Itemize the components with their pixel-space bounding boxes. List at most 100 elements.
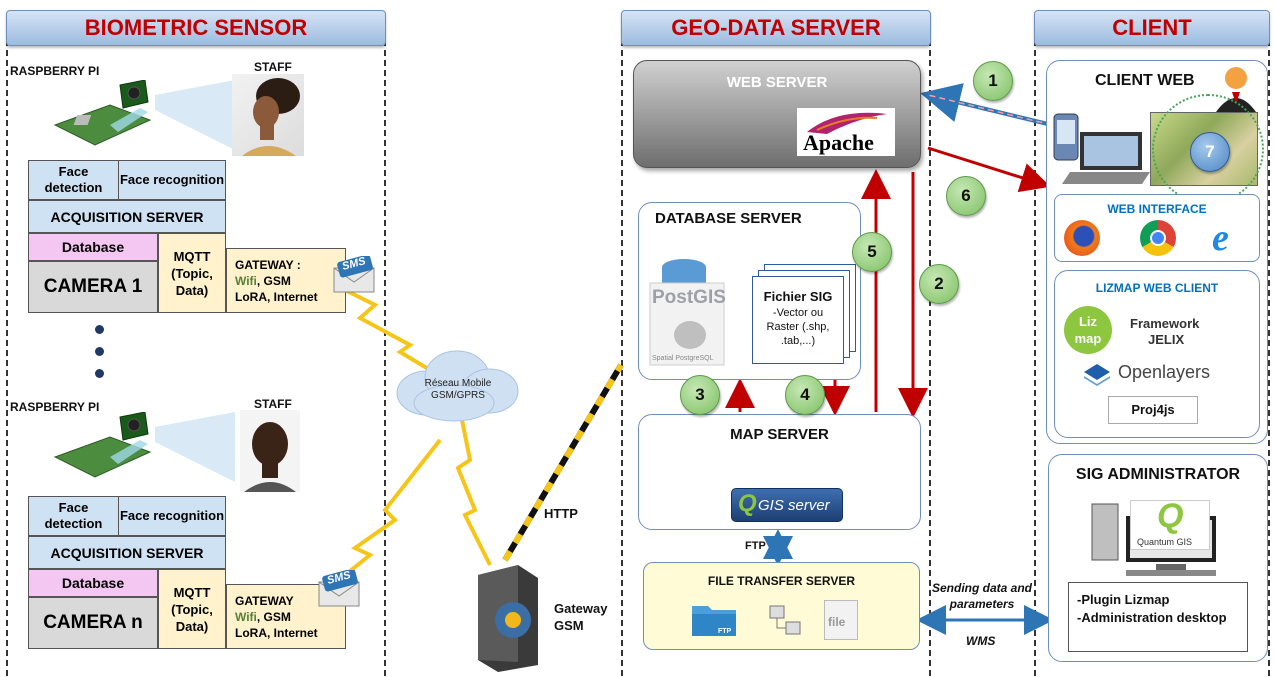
ellipsis-dot <box>95 325 104 334</box>
staff-label: STAFF <box>254 397 292 411</box>
admin-item-plugin: -Plugin Lizmap <box>1077 592 1170 607</box>
gateway-gsm: , GSM <box>256 609 291 624</box>
database-box: Database <box>28 569 158 597</box>
gateway-gsm-server-icon <box>468 560 548 672</box>
face-recognition-box: Face recognition <box>118 496 226 536</box>
fichier-sig-stack <box>752 264 862 374</box>
quantum-q-icon: Q <box>1157 497 1184 535</box>
apache-logo: Apache <box>797 108 895 156</box>
camera-beam <box>155 412 235 482</box>
sig-administrator-title: SIG ADMINISTRATOR <box>1075 466 1241 483</box>
sending-data-label: Sending data and parameters <box>931 581 1032 611</box>
firefox-icon <box>1064 220 1100 256</box>
database-server-title: DATABASE SERVER <box>655 210 802 227</box>
postgis-label: PostGIS <box>652 287 726 308</box>
openlayers-icon <box>1082 362 1112 386</box>
raspberry-pi-icon <box>50 79 152 146</box>
lightning-link-2 <box>343 438 442 577</box>
gateway-gsm: , GSM <box>256 273 291 288</box>
lizmap-client-box <box>1054 270 1260 438</box>
admin-item-desktop: -Administration desktop <box>1077 610 1227 625</box>
admin-list-box: -Plugin Lizmap -Administration desktop <box>1068 582 1248 652</box>
web-server-title: WEB SERVER <box>726 74 828 91</box>
biometric-header: BIOMETRIC SENSOR <box>6 10 386 46</box>
step-6-badge: 6 <box>946 176 986 216</box>
quantum-gis-logo: Q Quantum GIS <box>1130 497 1210 550</box>
step-5-badge: 5 <box>852 232 892 272</box>
file-icon-label: file <box>828 615 846 629</box>
mqtt-box: MQTT (Topic, Data) <box>158 569 226 649</box>
postgis-logo: PostGIS Spatial PostgreSQL <box>648 255 728 370</box>
framework-label: Framework <box>1130 316 1200 331</box>
chrome-icon <box>1140 220 1176 256</box>
mobile-network-cloud <box>392 345 522 425</box>
raspberry-pi-label: RASPBERRY PI <box>10 64 100 78</box>
gateway-wifi: Wifi <box>235 273 257 288</box>
web-interface-title: WEB INTERFACE <box>1107 202 1207 216</box>
wms-label: WMS <box>966 634 996 648</box>
gateway-line1: Wifi, GSM <box>235 609 291 625</box>
qgis-q-icon: Q <box>738 490 757 517</box>
raspberry-pi-label: RASPBERRY PI <box>10 400 100 414</box>
acquisition-server-box: ACQUISITION SERVER <box>28 200 226 233</box>
client-column <box>1034 40 1270 676</box>
biometric-column <box>6 40 386 676</box>
pda-icon <box>1052 112 1080 162</box>
internet-explorer-icon: e <box>1212 217 1229 259</box>
gateway-title: GATEWAY <box>235 593 294 608</box>
step-1-badge: 1 <box>973 61 1013 101</box>
gateway-title: GATEWAY : <box>235 257 301 272</box>
fichier-sig-title: Fichier SIG <box>763 289 833 304</box>
staff-photo-2 <box>240 410 300 492</box>
staff-label: STAFF <box>254 60 292 74</box>
ftp-label: FTP <box>745 540 766 552</box>
lizmap-logo-text: Liz map <box>1074 314 1102 346</box>
gateway-line2: LoRA, Internet <box>235 625 318 640</box>
lightning-link-3 <box>455 409 492 566</box>
file-icon: file <box>824 600 858 640</box>
gateway-wifi: Wifi <box>235 609 257 624</box>
postgis-subtitle: Spatial PostgreSQL <box>652 355 714 362</box>
client-header: CLIENT <box>1034 10 1270 46</box>
gateway-box: GATEWAY : Wifi, GSM LoRA, Internet <box>226 248 346 313</box>
ellipsis-dot <box>95 369 104 378</box>
camera-box: CAMERA 1 <box>28 261 158 313</box>
ftp-folder-icon: FTP <box>690 600 738 640</box>
network-files-icon <box>768 604 802 638</box>
acquisition-server-box: ACQUISITION SERVER <box>28 536 226 569</box>
face-detection-box: Face detection <box>28 160 119 200</box>
apache-label: Apache <box>803 130 874 155</box>
qgis-server-label: GIS server <box>758 497 830 514</box>
camera-beam <box>155 80 235 150</box>
laptop-icon <box>1062 130 1150 186</box>
mqtt-box: MQTT (Topic, Data) <box>158 233 226 313</box>
face-detection-box: Face detection <box>28 496 119 536</box>
ftp-icon-label: FTP <box>718 628 732 635</box>
openlayers-label: Openlayers <box>1118 362 1211 382</box>
raspberry-pi-icon <box>50 411 152 478</box>
ellipsis-dot <box>95 347 104 356</box>
quantum-gis-label: Quantum GIS <box>1137 537 1193 547</box>
http-link <box>502 363 624 562</box>
lizmap-client-title: LIZMAP WEB CLIENT <box>1095 281 1219 295</box>
fichier-sig-body: -Vector ou Raster (.shp, .tab,...) <box>766 307 830 347</box>
file-transfer-title: FILE TRANSFER SERVER <box>707 574 856 588</box>
geodata-header: GEO-DATA SERVER <box>621 10 931 46</box>
qgis-server-logo: Q GIS server <box>731 488 843 522</box>
step-3-badge: 3 <box>680 375 720 415</box>
proj4js-label: Proj4js <box>1108 396 1198 424</box>
map-server-title: MAP SERVER <box>730 426 829 443</box>
step-2-badge: 2 <box>919 264 959 304</box>
staff-photo-1 <box>232 74 304 156</box>
jelix-label: JELIX <box>1148 332 1185 347</box>
arrow-step-6 <box>927 146 1051 193</box>
client-web-title: CLIENT WEB <box>1095 72 1195 89</box>
camera-box: CAMERA n <box>28 597 158 649</box>
gateway-line1: Wifi, GSM <box>235 273 291 289</box>
lizmap-logo: Liz map <box>1064 306 1112 354</box>
face-recognition-box: Face recognition <box>118 160 226 200</box>
gateway-box: GATEWAY Wifi, GSM LoRA, Internet <box>226 584 346 649</box>
gateway-gsm-label: Gateway GSM <box>554 601 608 633</box>
sms-icon: SMS <box>315 568 365 610</box>
